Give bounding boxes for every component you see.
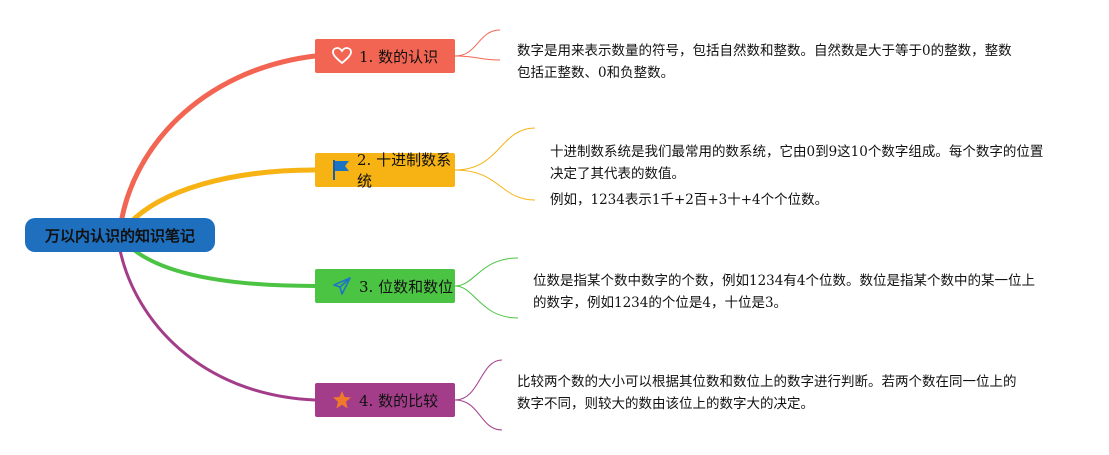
note-text: 数字是用来表示数量的符号，包括自然数和整数。自然数是大于等于0的整数，整数包括正… [517, 43, 1012, 81]
heart-icon [331, 45, 353, 67]
branch-line-3 [126, 243, 317, 288]
topic-label: 2. 十进制数系统 [357, 151, 452, 190]
central-topic[interactable]: 万以内认识的知识笔记 [25, 218, 215, 252]
star-icon [331, 389, 353, 411]
branch-line-1 [117, 53, 318, 233]
topic-number-recognition[interactable]: 1. 数的认识 [315, 39, 455, 73]
topic-digits-and-places[interactable]: 3. 位数和数位 [315, 269, 455, 303]
note-text: 位数是指某个数中数字的个数，例如1234有4个位数。数位是指某个数中的某一位上的… [533, 273, 1035, 311]
note-number-recognition: 数字是用来表示数量的符号，包括自然数和整数。自然数是大于等于0的整数，整数包括正… [517, 40, 1022, 88]
central-topic-label: 万以内认识的知识笔记 [44, 226, 195, 245]
topic-number-comparison[interactable]: 4. 数的比较 [315, 383, 455, 417]
note-digits-and-places: 位数是指某个数中数字的个数，例如1234有4个位数。数位是指某个数中的某一位上的… [533, 270, 1038, 318]
topic-label: 1. 数的认识 [359, 47, 439, 66]
topic-label: 4. 数的比较 [359, 391, 439, 410]
bracket-3 [454, 257, 519, 319]
note-text: 比较两个数的大小可以根据其位数和数位上的数字进行判断。若两个数在同一位上的数字不… [517, 374, 1017, 412]
branch-line-4 [118, 248, 317, 402]
branch-line-2 [125, 167, 318, 228]
note-decimal-system: 十进制数系统是我们最常用的数系统，它由0到9这10个数字组成。每个数字的位置决定… [550, 141, 1050, 215]
note-number-comparison: 比较两个数的大小可以根据其位数和数位上的数字进行判断。若两个数在同一位上的数字不… [517, 371, 1017, 419]
note-text: 十进制数系统是我们最常用的数系统，它由0到9这10个数字组成。每个数字的位置决定… [550, 144, 1044, 182]
flag-icon [331, 159, 351, 181]
bracket-1 [454, 29, 501, 61]
paper-plane-icon [331, 275, 353, 297]
topic-label: 3. 位数和数位 [359, 277, 454, 296]
note-text: 例如，1234表示1千+2百+3十+4个个位数。 [550, 192, 829, 208]
topic-decimal-system[interactable]: 2. 十进制数系统 [315, 151, 455, 190]
bracket-2 [454, 127, 536, 201]
bracket-4 [454, 359, 503, 431]
